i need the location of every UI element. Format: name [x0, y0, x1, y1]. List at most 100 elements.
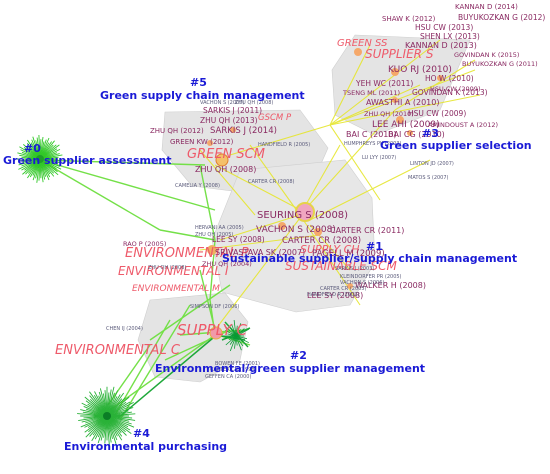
node-sarkis [230, 127, 236, 133]
kw-gscm-p: GSCM P [258, 113, 292, 123]
burst-ray [235, 333, 245, 337]
kw-supply-c: SUPPLY C [177, 321, 247, 339]
burst-ray [235, 335, 247, 340]
yellow-links [199, 39, 481, 331]
node-lee-ahi [396, 116, 404, 124]
refs-cluster-3: KANNAN D (2014) SHAW K (2012) BUYUKOZKAN… [342, 3, 545, 181]
node-walker [347, 283, 353, 289]
hub-cluster-0 [36, 155, 44, 163]
ref-label: KANNAN D (2014) [455, 3, 518, 11]
kw-environmental-c: ENVIRONMENTAL C [55, 343, 181, 358]
ref-label: SHAW K (2012) [382, 15, 436, 23]
burst-ray [225, 335, 237, 346]
ref-label: LEE AHI (2009) [372, 120, 440, 130]
refs-cluster-2: CHEN IJ (2004) SIMPSON DF (2006) BOWEN F… [106, 304, 260, 380]
cluster-1-id: #1 [366, 240, 383, 253]
kw-green-ss: GREEN SS [337, 38, 388, 49]
ref-label: YEH WC (2011) [355, 79, 413, 88]
ref-label: RAO P (2005) [123, 240, 166, 248]
ref-label: GOVINDAN K (2015) [454, 51, 519, 59]
burst-ray [235, 335, 249, 344]
burst-ray [235, 335, 244, 347]
burst-ray [235, 328, 249, 337]
ref-label: VACHON S (2006) [340, 280, 384, 286]
node-zhu-qh [215, 153, 229, 167]
ref-label: CARTER CR (2011) [330, 226, 404, 235]
node-ho-w [437, 75, 443, 81]
ref-label: VACHON S (2007) [200, 100, 244, 106]
ref-label: AWASTHI A (2010) [366, 98, 439, 107]
ref-label: HSU CW (2009) [408, 109, 466, 118]
burst-ray [225, 330, 237, 337]
ref-label: SARKIS J (2014) [210, 126, 277, 136]
burst-ray [235, 323, 242, 337]
ref-label: CARTER CR (2005) [320, 286, 367, 292]
ref-label: GEFFEN CA (2000) [205, 374, 251, 380]
node-supply-c [209, 326, 223, 340]
ref-label: AMINDOUST A (2012) [428, 121, 498, 129]
cluster-hulls [137, 34, 471, 383]
ref-label: ZHU QH (2012) [150, 127, 204, 135]
ref-label: GREEN KW (2012) [170, 138, 234, 146]
kw-environmental-p: ENVIRONMENTAL P [125, 246, 249, 261]
ref-label: SARKIS J (2011) [203, 106, 262, 115]
ref-label: VACHON S (2008) [256, 225, 336, 235]
ref-label: HERVANI AA (2005) [195, 225, 244, 231]
cluster-5-label: Green supply chain management [100, 89, 305, 102]
node-awasthi [392, 97, 398, 103]
ref-label: CARTER CR (1998) [210, 367, 257, 373]
hull-cluster-1 [211, 159, 376, 313]
starburst-cluster-2 [221, 320, 249, 352]
ref-label: HSU CW (2013) [415, 23, 473, 32]
ref-label: ZHU QH (2004) [202, 260, 252, 268]
kw-environmental-m: ENVIRONMENTAL M [132, 284, 220, 294]
cluster-5-id: #5 [190, 76, 207, 89]
ref-label: CAMELIA Y (2008) [175, 183, 220, 189]
ref-label: LINTON JD (2007) [410, 161, 454, 167]
kw-green-scm: GREEN SCM [187, 147, 265, 162]
ref-label: KLEINDORFER PR (2005) [340, 274, 402, 280]
ref-label: LU LYY (2007) [362, 155, 396, 161]
ref-label: CARTER CR (2008) [282, 236, 361, 246]
burst-ray [229, 335, 237, 352]
ref-label: SARKIS J (2003) [335, 266, 374, 272]
ref-label: BAI CG (2010) [388, 130, 445, 139]
cluster-1-label: Sustainable supplier/supply chain manage… [222, 252, 517, 265]
burst-ray [235, 328, 245, 337]
green-links [39, 159, 251, 421]
node-environmental-p [207, 245, 217, 255]
ref-label: BUYUKOZKAN G (2011) [462, 60, 538, 68]
ref-label: BAI C (2010) [346, 130, 397, 139]
burst-ray [233, 320, 237, 337]
ref-label: GOVINDAN K (2013) [412, 88, 488, 97]
ref-label: TSENG ML (2011) [342, 89, 400, 97]
ref-label: WALKER H (2008) [355, 281, 426, 290]
cluster-3-id: #3 [422, 127, 439, 140]
ref-label: MATOS S (2007) [408, 175, 449, 181]
cluster-0-id: #0 [24, 142, 41, 155]
ref-label: SEURING S (2008) [257, 210, 348, 221]
cluster-2-id: #2 [290, 349, 307, 362]
ref-label: HANDFIELD R (2005) [258, 142, 310, 148]
ref-label: CARTER CR (2008) [248, 179, 295, 185]
burst-ray [229, 335, 237, 345]
kw-supplier-s: SUPPLIER S [365, 47, 434, 61]
cluster-4-label: Environmental purchasing [64, 440, 227, 453]
burst-ray [224, 325, 237, 337]
kw-sustainable-scm: SUSTAINABLE SCM [285, 259, 397, 273]
keyword-labels: GREEN SS SUPPLIER S GSCM P GREEN SCM SUP… [55, 38, 434, 358]
ref-label: HO W (2010) [425, 74, 474, 83]
burst-ray [225, 335, 237, 340]
node-supplier-s [354, 48, 362, 56]
ref-label: ZHU QH (2008) [195, 165, 256, 174]
ref-label: HUMPHREYS PK (2003) [344, 141, 402, 147]
ref-label: PAGELL M (2009) [312, 249, 385, 259]
cluster-4-id: #4 [133, 427, 150, 440]
node-bai [407, 130, 413, 136]
ref-label: LEE SY (2008) [212, 235, 265, 244]
ref-label: ZHU QH (2010) [364, 110, 414, 118]
ref-label: CHEN IJ (2004) [106, 326, 143, 332]
ref-label: SRIVASTAVA SK (2007) [215, 248, 305, 257]
burst-ray [234, 335, 237, 349]
